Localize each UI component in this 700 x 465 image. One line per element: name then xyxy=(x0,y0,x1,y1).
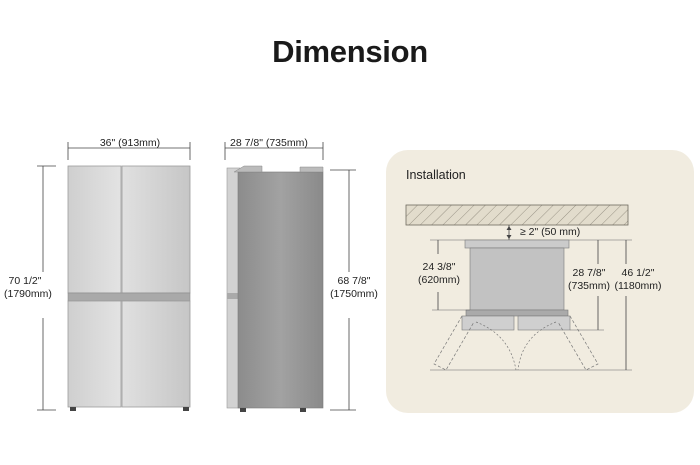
wall xyxy=(405,204,629,226)
right-upper-door xyxy=(121,165,191,294)
cabinet-depth-label: 24 3/8" (620mm) xyxy=(417,261,460,286)
left-upper-door xyxy=(67,165,122,294)
side-view xyxy=(224,142,356,412)
side-height-label: 68 7/8" (1750mm) xyxy=(330,275,378,300)
fridge-top-view xyxy=(469,247,565,311)
front-width-label: 36" (913mm) xyxy=(99,137,161,149)
door-open-label: 46 1/2" (1180mm) xyxy=(614,267,662,292)
gap-label: ≥ 2" (50 mm) xyxy=(520,226,581,238)
cabinet-body xyxy=(237,171,324,409)
handle-bar xyxy=(67,292,191,302)
body-depth-label: 28 7/8" (735mm) xyxy=(567,267,610,292)
left-lower-door xyxy=(67,300,122,408)
page-title: Dimension xyxy=(272,34,428,69)
side-depth-label: 28 7/8" (735mm) xyxy=(230,137,308,149)
front-view xyxy=(37,142,191,411)
installation-title: Installation xyxy=(406,168,466,182)
installation-panel xyxy=(386,150,694,413)
front-height-label: 70 1/2" (1790mm) xyxy=(4,275,52,300)
right-lower-door xyxy=(121,300,191,408)
